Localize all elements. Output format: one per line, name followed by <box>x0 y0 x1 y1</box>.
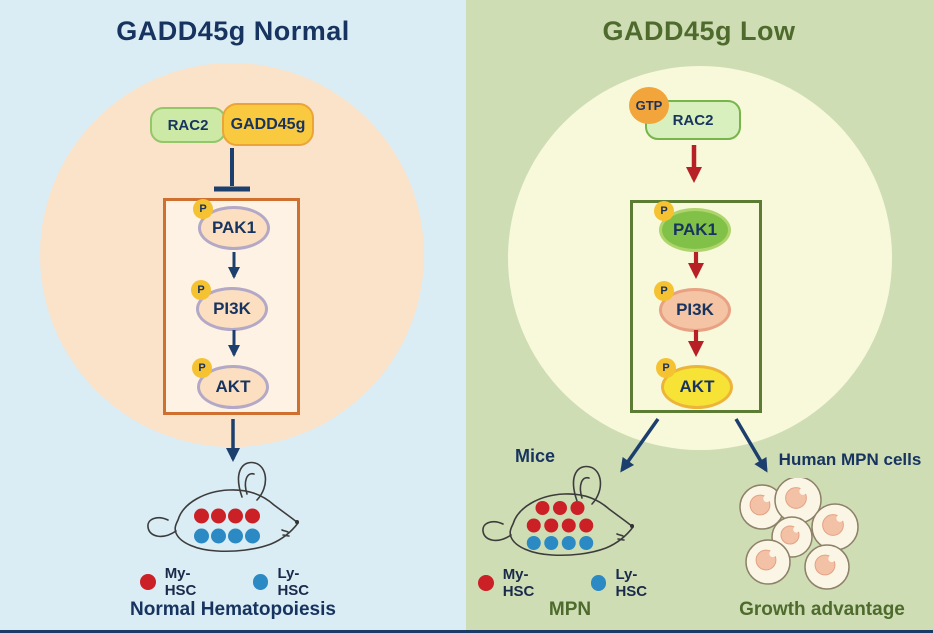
pak1-label: PAK1 <box>211 218 257 237</box>
hsc-dots-right <box>526 501 594 550</box>
pi3k-node-left: P PI3K <box>191 280 268 331</box>
gadd45g-pill: GADD45g <box>222 103 314 146</box>
ly-hsc-dot-icon <box>590 575 607 591</box>
mouse-illustration-left <box>147 461 300 553</box>
my-hsc-label: My-HSC <box>502 566 535 600</box>
phospho-badge: P <box>191 280 211 300</box>
my-hsc-dot-icon <box>478 575 494 591</box>
pi3k-label: PI3K <box>676 300 714 319</box>
ly-hsc-dot-icon <box>252 574 269 590</box>
arrow-pak1-pi3k-right <box>688 252 704 279</box>
arrow-rac2-pak1-right <box>686 145 702 183</box>
mpn-outcome-caption: MPN <box>548 599 592 620</box>
arrow-pak1-pi3k-left <box>228 252 240 279</box>
mice-label: Mice <box>514 446 556 466</box>
hsc-legend-right: My-HSC Ly-HSC <box>478 566 668 600</box>
hsc-dots-left <box>194 508 260 544</box>
right-panel-title: GADD45g Low <box>602 16 796 46</box>
left-outcome-caption: Normal Hematopoiesis <box>130 599 336 620</box>
inhibition-tbar <box>214 148 250 192</box>
ly-hsc-label: Ly-HSC <box>277 565 310 599</box>
phospho-badge: P <box>656 358 676 378</box>
growth-outcome-caption: Growth advantage <box>739 599 905 620</box>
akt-node-left: P AKT <box>192 358 269 409</box>
mpn-cells-illustration <box>739 478 859 590</box>
diverging-outcome-arrows <box>620 417 768 473</box>
arrow-pi3k-akt-left <box>228 330 240 357</box>
phospho-badge: P <box>654 201 674 221</box>
mouse-illustration-right <box>482 465 635 557</box>
akt-node-right: P AKT <box>656 358 733 409</box>
human-mpn-cells-label: Human MPN cells <box>778 450 922 469</box>
pi3k-label: PI3K <box>213 299 251 318</box>
arrow-box-to-mouse-left <box>226 419 240 462</box>
gtp-badge: GTP <box>629 87 669 124</box>
my-hsc-label: My-HSC <box>164 565 197 599</box>
pi3k-node-right: P PI3K <box>654 281 731 332</box>
phospho-badge: P <box>192 358 212 378</box>
bottom-border-bar <box>0 630 933 633</box>
rac2-pill-left: RAC2 <box>150 107 226 143</box>
pak1-node-right: P PAK1 <box>654 201 731 252</box>
arrow-pi3k-akt-right <box>688 330 704 357</box>
my-hsc-dot-icon <box>140 574 156 590</box>
pak1-node-left: P PAK1 <box>193 199 270 250</box>
phospho-badge: P <box>654 281 674 301</box>
phospho-badge: P <box>193 199 213 219</box>
left-panel-title: GADD45g Normal <box>116 16 350 46</box>
hsc-legend-left: My-HSC Ly-HSC <box>140 565 330 599</box>
akt-label: AKT <box>215 377 251 396</box>
mpn-cells <box>739 478 859 590</box>
ly-hsc-label: Ly-HSC <box>615 566 648 600</box>
pak1-label: PAK1 <box>672 220 718 239</box>
akt-label: AKT <box>679 377 715 396</box>
